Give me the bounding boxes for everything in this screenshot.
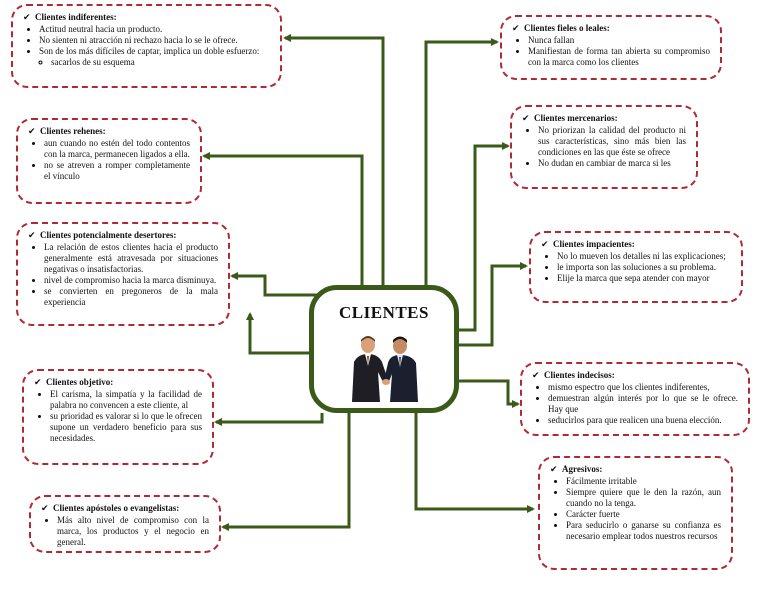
- list-item: Elije la marca que sepa atender con mayo…: [557, 273, 731, 284]
- card-mercenarios: Clientes mercenarios: No priorizan la ca…: [510, 105, 698, 189]
- card-indiferentes: Clientes indiferentes: Actitud neutral h…: [11, 4, 282, 88]
- center-title: CLIENTES: [314, 303, 454, 323]
- connector-indecisos: [459, 381, 518, 404]
- connector-impacientes: [459, 266, 526, 345]
- card-agresivos: Agresivos: Fácilmente irritable Siempre …: [538, 456, 733, 570]
- card-title: Clientes mercenarios:: [522, 113, 686, 124]
- list-item: no se atreven a romper completamente el …: [44, 160, 190, 182]
- card-title: Clientes impacientes:: [541, 239, 731, 250]
- card-indecisos: Clientes indecisos: mismo espectro que l…: [520, 362, 750, 436]
- list-item: No lo mueven los detalles ni las explica…: [557, 251, 731, 262]
- list-item: demuestran algún interés por lo que se l…: [548, 393, 738, 415]
- connector-objetivo: [250, 314, 309, 353]
- connector-objetivo-2: [216, 413, 322, 422]
- list-item: Manifiestan de forma tan abierta su comp…: [528, 46, 710, 68]
- list-item: nivel de compromiso hacia la marca dismi…: [44, 275, 218, 286]
- card-desertores: Clientes potencialmente desertores: La r…: [16, 222, 230, 326]
- card-impacientes: Clientes impacientes: No lo mueven los d…: [529, 231, 743, 303]
- card-title: Clientes objetivo:: [34, 377, 202, 388]
- card-objetivo: Clientes objetivo: El carisma, la simpat…: [22, 369, 214, 465]
- list-item: No priorizan la calidad del producto ni …: [538, 125, 686, 158]
- list-item: Carácter fuerte: [566, 509, 721, 520]
- list-item: Son de los más difíciles de captar, impl…: [39, 46, 270, 57]
- list-item: Más alto nivel de compromiso con la marc…: [57, 515, 209, 548]
- connector-indiferentes: [285, 38, 383, 285]
- list-item: aun cuando no estén del todo contentos c…: [44, 138, 190, 160]
- list-item: Fácilmente irritable: [566, 476, 721, 487]
- list-item: su prioridad es valorar si lo que le ofr…: [50, 411, 202, 444]
- card-title: Clientes indecisos:: [532, 370, 738, 381]
- card-title: Clientes rehenes:: [28, 126, 190, 137]
- sub-list-item: sacarlos de su esquema: [51, 57, 270, 68]
- list-item: Actitud neutral hacia un producto.: [39, 24, 270, 35]
- card-title: Clientes potencialmente desertores:: [28, 230, 218, 241]
- connector-fieles: [426, 42, 497, 285]
- card-title: Clientes indiferentes:: [23, 12, 270, 23]
- card-title: Agresivos:: [550, 464, 721, 475]
- card-title: Clientes fieles o leales:: [512, 23, 710, 34]
- list-item: No sienten ni atracción ni rechazo hacia…: [39, 35, 270, 46]
- center-node: CLIENTES: [309, 285, 459, 413]
- card-rehenes: Clientes rehenes: aun cuando no estén de…: [16, 118, 202, 204]
- list-item: Para seducirlo o ganarse su confianza es…: [566, 520, 721, 542]
- list-item: El carisma, la simpatía y la facilidad d…: [50, 389, 202, 411]
- connector-mercenarios: [459, 146, 508, 330]
- handshake-illustration: [338, 332, 430, 402]
- list-item: mismo espectro que los clientes indifere…: [548, 382, 738, 393]
- connector-desertores: [232, 276, 320, 295]
- list-item: se convierten en pregoneros de la mala e…: [44, 286, 218, 308]
- connector-apostoles: [223, 413, 349, 527]
- list-item: No dudan en cambiar de marca si les: [538, 158, 686, 169]
- list-item: Siempre quiere que le den la razón, aun …: [566, 487, 721, 509]
- list-item: Nunca fallan: [528, 35, 710, 46]
- list-item: seducirlos para que realicen una buena e…: [548, 415, 738, 426]
- card-apostoles: Clientes apóstoles o evangelistas: Más a…: [29, 495, 221, 553]
- list-item: le importa son las soluciones a su probl…: [557, 262, 731, 273]
- list-item: La relación de estos clientes hacia el p…: [44, 242, 218, 275]
- card-fieles: Clientes fieles o leales: Nunca fallan M…: [500, 15, 722, 80]
- card-title: Clientes apóstoles o evangelistas:: [41, 503, 209, 514]
- connector-agresivos: [416, 413, 533, 509]
